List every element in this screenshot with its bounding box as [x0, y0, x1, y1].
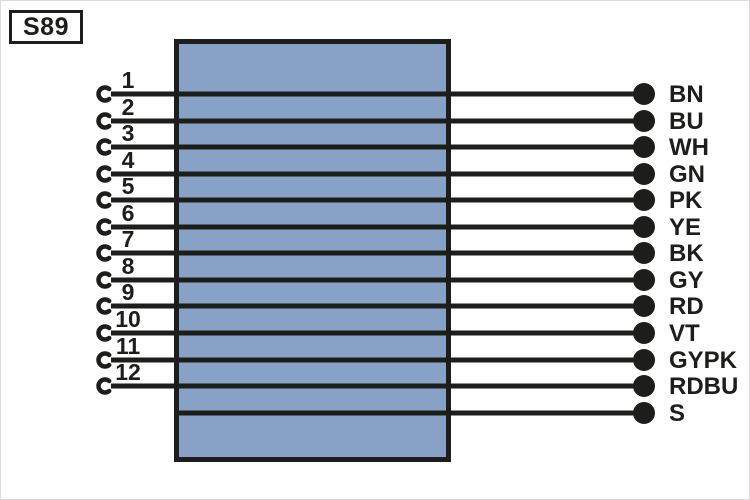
wire-color-label: PK — [669, 187, 703, 214]
pin-number: 1 — [122, 67, 135, 93]
wire-color-label: RD — [669, 293, 704, 320]
wire-endpoint-dot — [633, 242, 655, 264]
wire-endpoint-dot — [633, 189, 655, 211]
socket-contact-icon — [96, 165, 112, 183]
pin-number: 4 — [122, 147, 135, 173]
wire-endpoint-dot — [633, 295, 655, 317]
wire-color-label: GN — [669, 161, 705, 188]
socket-contact-icon — [96, 377, 112, 395]
socket-contact-icon — [96, 297, 112, 315]
wire-color-label: S — [669, 400, 685, 427]
pin-number: 12 — [115, 359, 141, 385]
wire-endpoint-dot — [633, 110, 655, 132]
wire-endpoint-dot — [633, 216, 655, 238]
socket-contact-icon — [96, 218, 112, 236]
wire-endpoint-dot — [633, 375, 655, 397]
pin-number: 5 — [122, 173, 135, 199]
wire-color-label: YE — [669, 214, 701, 241]
pin-number: 7 — [122, 226, 135, 252]
wire-color-label: VT — [669, 320, 700, 347]
socket-contact-icon — [96, 351, 112, 369]
pin-number: 8 — [122, 253, 135, 279]
wire-endpoint-dot — [633, 402, 655, 424]
wire-color-label: WH — [669, 134, 709, 161]
connector-label-box: S89 — [9, 10, 83, 44]
wire-color-label: BU — [669, 108, 704, 135]
wire-color-label: GY — [669, 267, 704, 294]
connector-label: S89 — [23, 12, 69, 41]
socket-contact-icon — [96, 112, 112, 130]
socket-contact-icon — [96, 85, 112, 103]
pin-number: 10 — [115, 306, 141, 332]
pin-number: 6 — [122, 200, 135, 226]
socket-contact-icon — [96, 244, 112, 262]
wire-endpoint-dot — [633, 136, 655, 158]
socket-contact-icon — [96, 324, 112, 342]
wire-endpoint-dot — [633, 83, 655, 105]
wire-endpoint-dot — [633, 349, 655, 371]
wire-color-label: BN — [669, 81, 704, 108]
wire-endpoint-dot — [633, 269, 655, 291]
wire-color-label: BK — [669, 240, 704, 267]
wire-color-label: GYPK — [669, 347, 738, 374]
wire-endpoint-dot — [633, 163, 655, 185]
socket-contact-icon — [96, 138, 112, 156]
socket-contact-icon — [96, 191, 112, 209]
pin-number: 9 — [122, 279, 135, 305]
pin-number: 3 — [122, 120, 135, 146]
pin-number: 2 — [122, 94, 135, 120]
pin-number: 11 — [116, 333, 141, 359]
wire-endpoint-dot — [633, 322, 655, 344]
socket-contact-icon — [96, 271, 112, 289]
wire-color-label: RDBU — [669, 373, 738, 400]
